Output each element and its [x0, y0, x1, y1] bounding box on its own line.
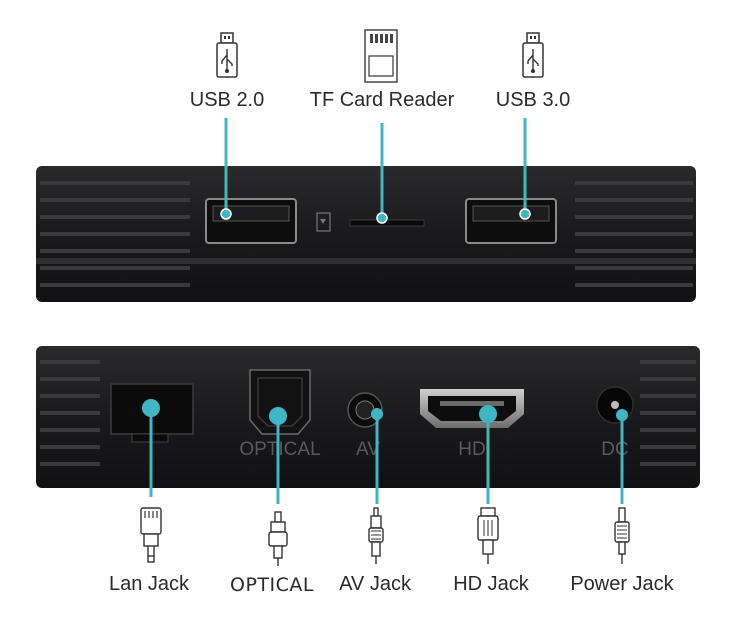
- dc-print: DC: [601, 439, 628, 460]
- av-print: AV: [356, 439, 380, 460]
- label-hd-jack: HD Jack: [453, 573, 529, 595]
- label-lan-jack: Lan Jack: [108, 573, 190, 595]
- hdmi-plug-icon: [477, 507, 499, 564]
- hd-port: [420, 389, 524, 428]
- sd-card-icon: [364, 29, 398, 83]
- optical-port: [249, 369, 311, 435]
- label-tf-card-reader: TF Card Reader: [309, 89, 455, 111]
- ethernet-plug-icon: [140, 507, 162, 563]
- dc-plug-icon: [614, 507, 630, 564]
- optical-print: OPTICAL: [239, 439, 320, 460]
- label-usb3: USB 3.0: [495, 89, 571, 111]
- bottom-callouts: [142, 399, 628, 504]
- vent-slots-bottom-left: [40, 360, 100, 466]
- top-callouts: [220, 118, 531, 224]
- vent-slots-bottom-right: [640, 360, 696, 466]
- usb3-port: [465, 198, 557, 244]
- usb2-icon: [216, 32, 238, 78]
- optical-plug-icon: [268, 511, 288, 566]
- bottom-box-side: OPTICAL AV HD DC: [36, 346, 700, 488]
- hd-print: HD: [458, 439, 485, 460]
- rca-plug-icon: [368, 507, 384, 564]
- usb3-icon: [522, 32, 544, 78]
- top-box-side: [36, 166, 696, 302]
- vent-slots-left: [40, 181, 190, 287]
- dc-port: [596, 386, 634, 424]
- label-power-jack: Power Jack: [570, 573, 674, 595]
- label-usb2: USB 2.0: [189, 89, 265, 111]
- usb2-port: [205, 198, 297, 244]
- vent-slots-right: [575, 181, 693, 287]
- label-optical: OPTICAL: [230, 574, 314, 596]
- label-av-jack: AV Jack: [339, 573, 411, 595]
